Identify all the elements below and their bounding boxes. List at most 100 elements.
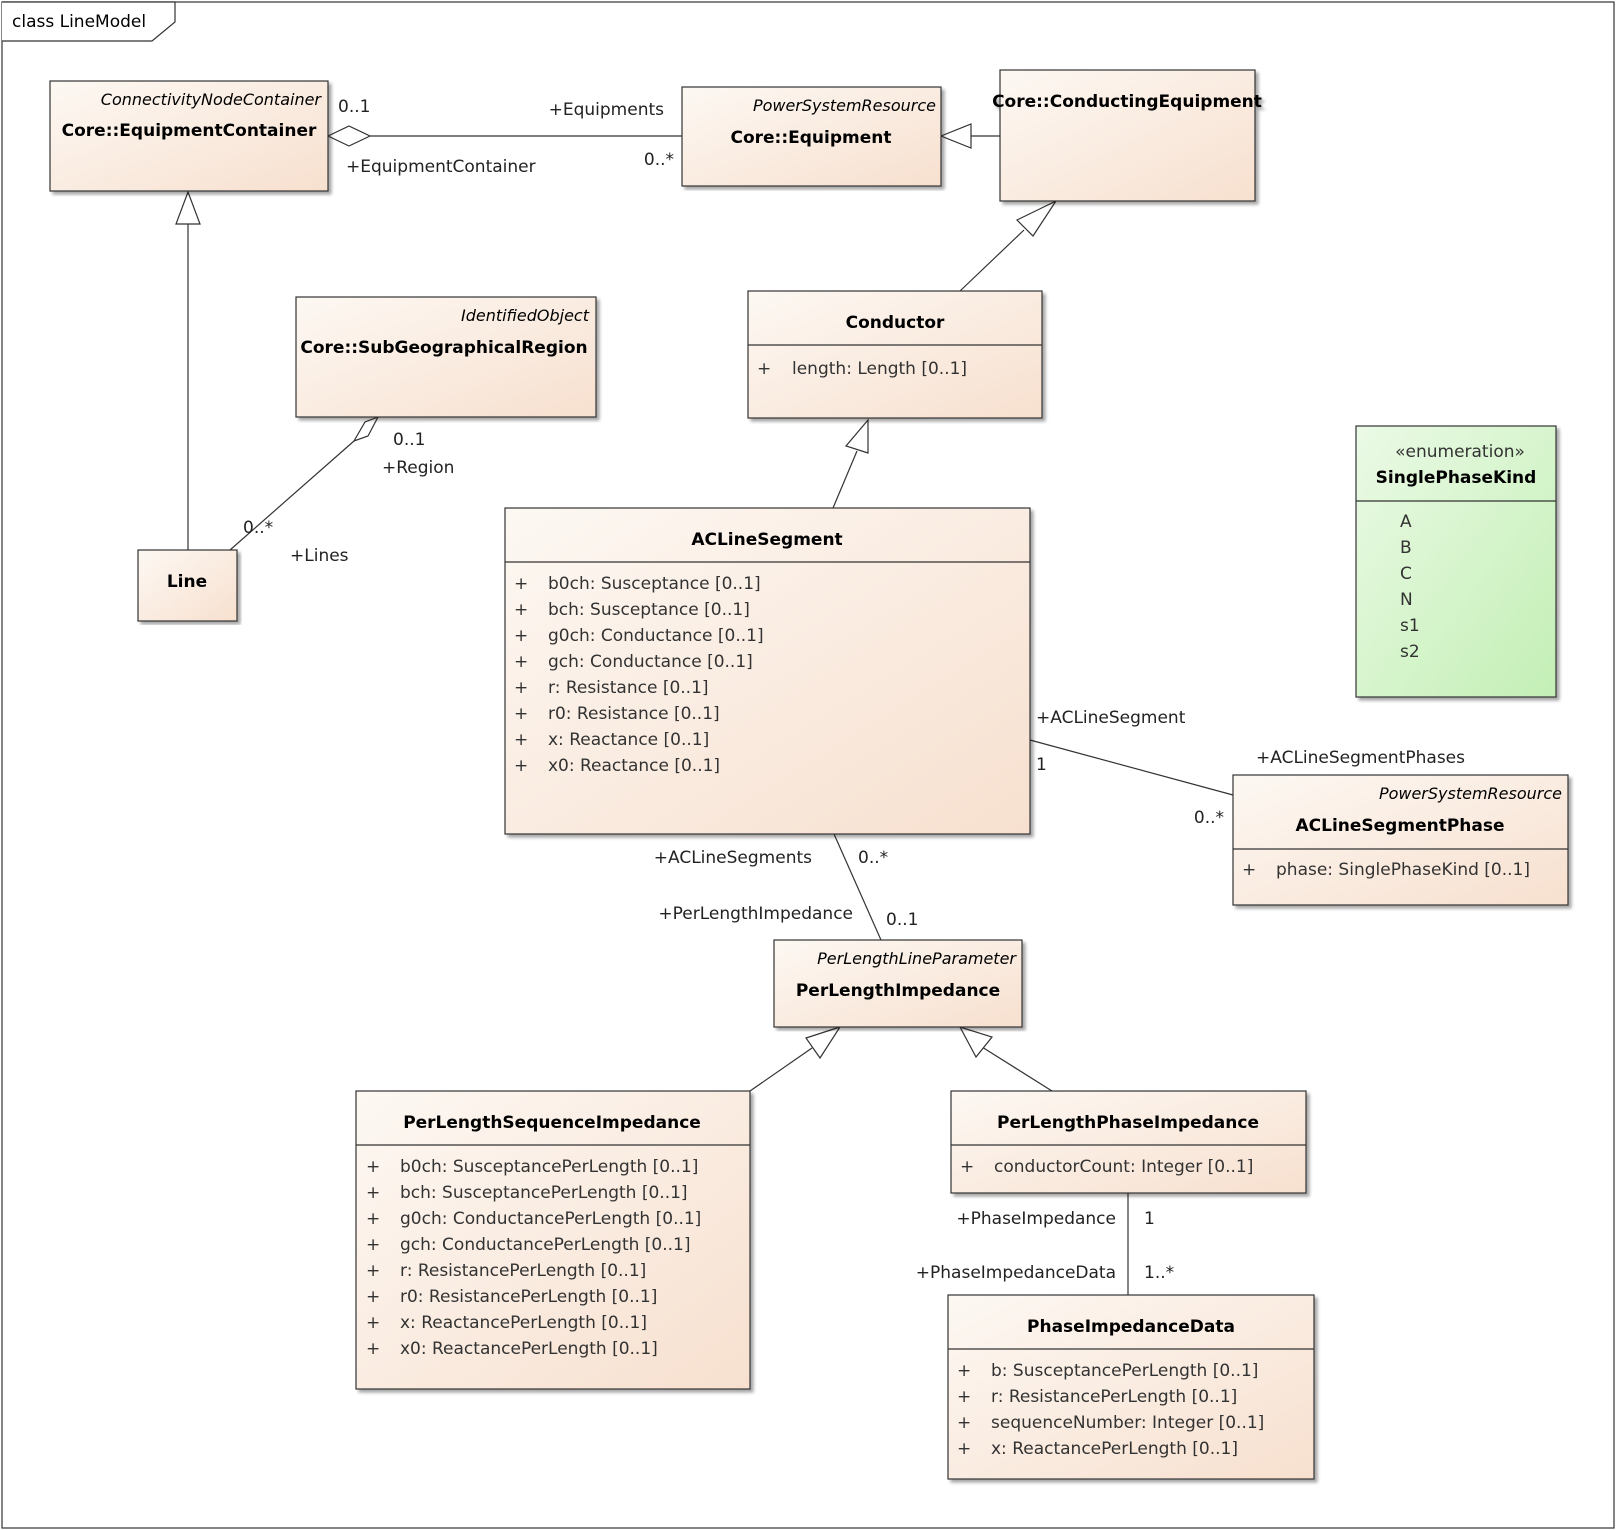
- attribute-r0: r0: ResistancePerLength [0..1]: [400, 1287, 657, 1307]
- multiplicity-label: 0..1: [393, 430, 425, 450]
- class-title-conductor: Conductor: [846, 313, 945, 333]
- class-phaseimpedancedata[interactable]: PhaseImpedanceData + b: SusceptancePerLe…: [947, 1294, 1315, 1480]
- attribute-conductorcount: conductorCount: Integer [0..1]: [994, 1157, 1253, 1177]
- class-title-perlengthimpedance: PerLengthImpedance: [796, 981, 1000, 1001]
- attribute-b0ch: b0ch: Susceptance [0..1]: [548, 574, 761, 594]
- class-perlengthimpedance[interactable]: PerLengthLineParameter PerLengthImpedanc…: [773, 939, 1023, 1028]
- class-title-equipment: Core::Equipment: [730, 128, 891, 148]
- class-line[interactable]: Line: [137, 549, 238, 622]
- attribute-visibility: +: [514, 678, 528, 698]
- attribute-visibility: +: [514, 626, 528, 646]
- generalization-phase-impedance[interactable]: [981, 1046, 1053, 1092]
- attribute-gch: gch: ConductancePerLength [0..1]: [400, 1235, 691, 1255]
- enum-literal: B: [1400, 538, 1412, 558]
- class-conductingequipment[interactable]: Core::ConductingEquipment: [992, 69, 1262, 202]
- enum-singlephasekind[interactable]: «enumeration» SinglePhaseKind A B C N s1…: [1355, 425, 1557, 698]
- connectors: [175, 123, 1234, 1295]
- role-label: +Lines: [290, 546, 349, 566]
- aggregation-diamond-container: [326, 125, 372, 147]
- enum-literal: C: [1400, 564, 1412, 584]
- attribute-g0ch: g0ch: ConductancePerLength [0..1]: [400, 1209, 701, 1229]
- attribute-visibility: +: [366, 1209, 380, 1229]
- generalization-arrow-impedance-left: [805, 1025, 842, 1060]
- class-equipmentcontainer[interactable]: ConnectivityNodeContainer Core::Equipmen…: [49, 80, 329, 192]
- attribute-visibility: +: [366, 1183, 380, 1203]
- class-perlengthsequenceimpedance[interactable]: PerLengthSequenceImpedance + b0ch: Susce…: [355, 1090, 751, 1390]
- class-perlengthphaseimpedance[interactable]: PerLengthPhaseImpedance + conductorCount…: [950, 1090, 1307, 1194]
- enum-literal: s1: [1400, 616, 1420, 636]
- attribute-visibility: +: [514, 600, 528, 620]
- association-segment-impedance[interactable]: [833, 833, 882, 941]
- enum-literal: N: [1400, 590, 1413, 610]
- class-title-subgeographicalregion: Core::SubGeographicalRegion: [300, 338, 587, 358]
- multiplicity-label: 0..1: [886, 910, 918, 930]
- attribute-visibility: +: [366, 1235, 380, 1255]
- role-label: +ACLineSegments: [654, 848, 812, 868]
- attribute-list: + b0ch: Susceptance [0..1] + bch: Suscep…: [514, 574, 764, 776]
- attribute-visibility: +: [366, 1287, 380, 1307]
- role-label: +ACLineSegmentPhases: [1256, 748, 1465, 768]
- stereotype-powersystemresource: PowerSystemResource: [753, 96, 936, 115]
- association-labels: 0..1 +Equipments +EquipmentContainer 0..…: [243, 97, 1465, 1283]
- attribute-list: + b0ch: SusceptancePerLength [0..1] + bc…: [366, 1157, 701, 1359]
- class-aclinesegmentphase[interactable]: PowerSystemResource ACLineSegmentPhase +…: [1232, 774, 1569, 906]
- multiplicity-label: 1: [1144, 1209, 1155, 1229]
- generalization-arrow-conductor: [844, 418, 869, 454]
- class-title-perlengthphaseimpedance: PerLengthPhaseImpedance: [997, 1113, 1259, 1133]
- role-label: +ACLineSegment: [1036, 708, 1186, 728]
- frame-title: class LineModel: [12, 12, 146, 32]
- attribute-b0ch: b0ch: SusceptancePerLength [0..1]: [400, 1157, 698, 1177]
- multiplicity-label: 1: [1036, 755, 1047, 775]
- attribute-g0ch: g0ch: Conductance [0..1]: [548, 626, 764, 646]
- class-title-aclinesegment: ACLineSegment: [691, 530, 842, 550]
- class-equipment[interactable]: PowerSystemResource Core::Equipment: [681, 86, 942, 187]
- attribute-list: + b: SusceptancePerLength [0..1] + r: Re…: [957, 1361, 1264, 1459]
- class-aclinesegment[interactable]: ACLineSegment + b0ch: Susceptance [0..1]…: [504, 507, 1031, 835]
- attribute-r: r: ResistancePerLength [0..1]: [991, 1387, 1237, 1407]
- attribute-visibility: +: [366, 1261, 380, 1281]
- class-title-conductingequipment: Core::ConductingEquipment: [992, 92, 1262, 112]
- enum-literal: A: [1400, 512, 1412, 532]
- frame-tab: class LineModel: [2, 1, 176, 42]
- attribute-visibility: +: [514, 756, 528, 776]
- attribute-x: x: ReactancePerLength [0..1]: [400, 1313, 647, 1333]
- enum-literal: s2: [1400, 642, 1420, 662]
- attribute-sequencenumber: sequenceNumber: Integer [0..1]: [991, 1413, 1264, 1433]
- attribute-visibility: +: [757, 359, 771, 379]
- multiplicity-label: 0..*: [858, 848, 888, 868]
- generalization-arrow-conductingequipment: [1015, 199, 1058, 237]
- generalization-arrow-equipmentcontainer: [175, 190, 201, 225]
- stereotype-perlengthlineparameter: PerLengthLineParameter: [817, 949, 1017, 968]
- attribute-gch: gch: Conductance [0..1]: [548, 652, 753, 672]
- role-label: +Region: [382, 458, 454, 478]
- multiplicity-label: 1..*: [1144, 1263, 1174, 1283]
- generalization-sequence-impedance[interactable]: [749, 1047, 813, 1092]
- role-label: +PerLengthImpedance: [658, 904, 853, 924]
- class-title-phaseimpedancedata: PhaseImpedanceData: [1027, 1317, 1235, 1337]
- class-title-aclinesegmentphase: ACLineSegmentPhase: [1295, 816, 1504, 836]
- class-title-perlengthsequenceimpedance: PerLengthSequenceImpedance: [403, 1113, 701, 1133]
- generalization-conductor-conductingequipment[interactable]: [959, 229, 1025, 292]
- attribute-visibility: +: [957, 1361, 971, 1381]
- multiplicity-label: 0..*: [1194, 808, 1224, 828]
- attribute-bch: bch: Susceptance [0..1]: [548, 600, 750, 620]
- stereotype-identifiedobject: IdentifiedObject: [461, 306, 590, 325]
- class-subgeographicalregion[interactable]: IdentifiedObject Core::SubGeographicalRe…: [295, 296, 597, 418]
- attribute-visibility: +: [1242, 860, 1256, 880]
- multiplicity-label: 0..1: [338, 97, 370, 117]
- association-region-lines[interactable]: [229, 440, 355, 551]
- stereotype-connectivitynodecontainer: ConnectivityNodeContainer: [101, 90, 323, 109]
- class-conductor[interactable]: Conductor + length: Length [0..1]: [747, 290, 1043, 419]
- attribute-visibility: +: [366, 1157, 380, 1177]
- generalization-aclinesegment-conductor[interactable]: [832, 450, 858, 509]
- role-label: +Equipments: [549, 100, 665, 120]
- attribute-x0: x0: Reactance [0..1]: [548, 756, 720, 776]
- attribute-visibility: +: [366, 1339, 380, 1359]
- association-segment-phases[interactable]: [1029, 739, 1234, 796]
- attribute-visibility: +: [957, 1439, 971, 1459]
- attribute-visibility: +: [514, 652, 528, 672]
- attribute-bch: bch: SusceptancePerLength [0..1]: [400, 1183, 688, 1203]
- attribute-visibility: +: [960, 1157, 974, 1177]
